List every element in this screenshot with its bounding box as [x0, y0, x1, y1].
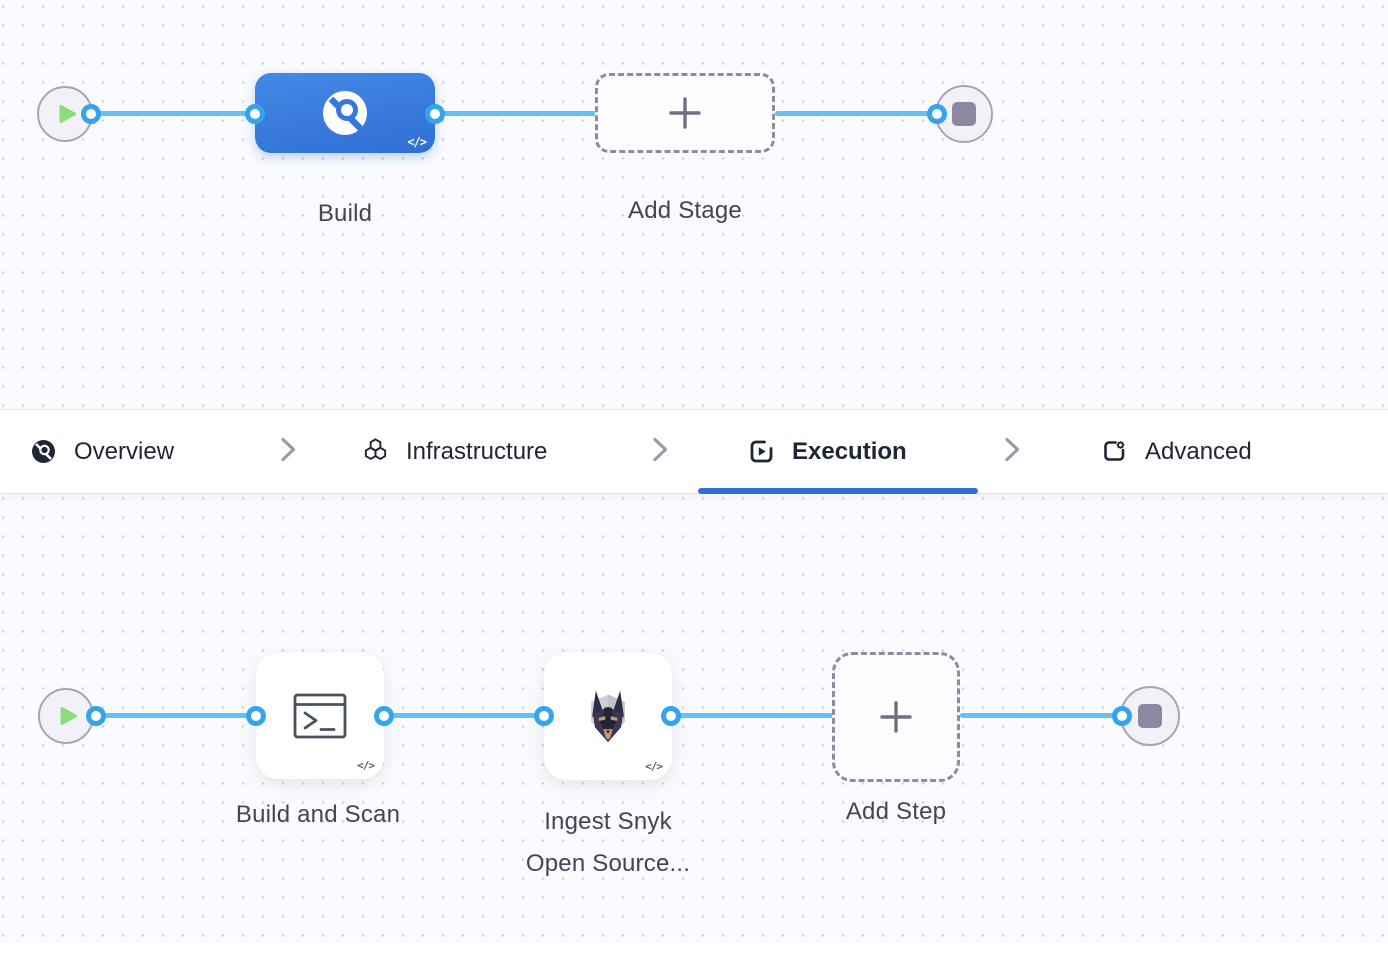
stop-icon [952, 102, 976, 126]
step-label-line2: Open Source... [525, 850, 691, 877]
stop-icon [1138, 704, 1162, 728]
add-step-label: Add Step [845, 798, 947, 825]
connector-ring[interactable] [425, 104, 445, 124]
ci-build-icon [323, 91, 367, 135]
code-badge: </> [357, 759, 375, 772]
connector-ring[interactable] [246, 706, 266, 726]
connector-ring[interactable] [245, 104, 265, 124]
edge-line [91, 111, 255, 116]
connector-ring[interactable] [81, 104, 101, 124]
canvas-bottom-edge [0, 943, 1388, 954]
connector-ring[interactable] [534, 706, 554, 726]
snyk-doberman-icon [591, 690, 625, 742]
step-label-line1: Ingest Snyk [544, 808, 672, 835]
step-node-build-and-scan[interactable]: </> [256, 653, 384, 779]
add-stage-label: Add Stage [628, 197, 742, 224]
tab-overview[interactable]: Overview [30, 410, 174, 493]
stage-config-tabbar: Overview Infrastructure Execution [0, 409, 1388, 494]
tab-label: Infrastructure [406, 437, 548, 465]
tab-infrastructure[interactable]: Infrastructure [362, 410, 547, 493]
tab-label: Overview [74, 437, 175, 465]
play-icon [60, 707, 77, 725]
build-overview-icon [32, 440, 55, 463]
step-node-ingest-snyk[interactable]: </> [544, 653, 672, 780]
tab-advanced[interactable]: Advanced [1101, 410, 1252, 493]
edge-line [775, 111, 937, 116]
active-tab-underline [698, 488, 978, 494]
advanced-gear-icon [1104, 441, 1125, 461]
add-stage-button[interactable] [595, 73, 775, 153]
edge-line [671, 713, 833, 718]
pipeline-end-node [935, 85, 993, 143]
code-badge: </> [407, 135, 427, 149]
plus-icon [880, 701, 912, 733]
stage-node-build[interactable]: </> [255, 73, 435, 153]
edge-line [960, 713, 1122, 718]
stage-label-build: Build [317, 200, 373, 227]
edge-line [435, 111, 597, 116]
stage-canvas: </> Build Add Stage [0, 0, 1388, 409]
edge-line [96, 713, 257, 718]
code-badge: </> [645, 760, 663, 773]
connector-ring[interactable] [86, 706, 106, 726]
tab-label: Execution [792, 437, 907, 465]
chevron-right-icon [280, 436, 297, 467]
connector-ring[interactable] [927, 104, 947, 124]
edge-line [384, 713, 545, 718]
tab-execution[interactable]: Execution [748, 410, 907, 493]
connector-ring[interactable] [1112, 706, 1132, 726]
execution-play-icon [750, 440, 773, 463]
connector-ring[interactable] [661, 706, 681, 726]
execution-start-node [38, 688, 94, 744]
chevron-right-icon [1004, 436, 1021, 467]
tab-label: Advanced [1145, 437, 1252, 465]
infrastructure-hexagons-icon [364, 438, 387, 460]
plus-icon [669, 97, 701, 129]
step-label-build-and-scan: Build and Scan [235, 801, 401, 828]
connector-ring[interactable] [374, 706, 394, 726]
play-icon [59, 105, 76, 123]
add-step-button[interactable] [832, 652, 960, 782]
chevron-right-icon [652, 436, 669, 467]
step-label-ingest-snyk: Ingest Snyk Open Source... [498, 801, 718, 885]
run-step-terminal-icon [293, 693, 347, 739]
